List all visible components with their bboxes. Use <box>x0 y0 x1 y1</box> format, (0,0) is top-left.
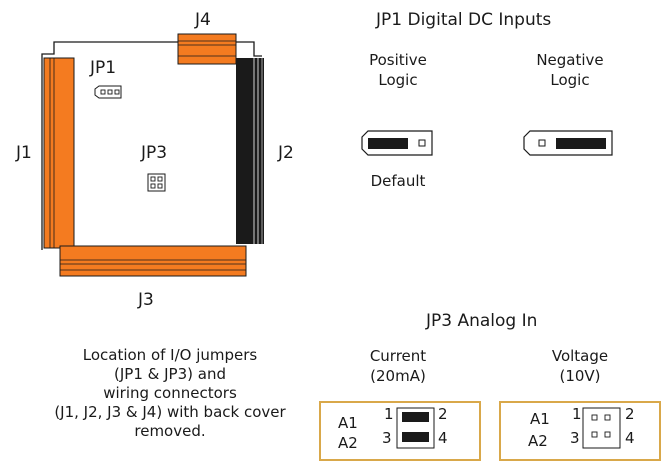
positive-logic-line1: Positive <box>369 51 427 69</box>
positive-logic-line2: Logic <box>378 71 418 89</box>
voltage-line1: Voltage <box>551 347 609 365</box>
jp1-board-jumper <box>94 85 122 99</box>
caption-line: (JP1 & JP3) and <box>114 365 226 383</box>
j4-connector <box>177 33 237 65</box>
j4-label: J4 <box>195 10 211 30</box>
jp3-board-jumper <box>147 173 166 192</box>
board-outline-top-left <box>41 41 178 250</box>
j1-connector <box>43 57 75 249</box>
board-outline-top-right <box>236 41 262 57</box>
jp1-label: JP1 <box>90 58 117 78</box>
voltage-row-a2: A2 <box>528 432 548 450</box>
caption-line: Location of I/O jumpers <box>82 346 258 364</box>
voltage-pin-4: 4 <box>625 429 635 447</box>
current-row-a2: A2 <box>338 434 358 452</box>
voltage-pin-1: 1 <box>572 405 582 423</box>
j1-label: J1 <box>16 143 32 163</box>
j3-label: J3 <box>138 290 154 310</box>
current-pin-3: 3 <box>382 429 392 447</box>
jp1-positive-jumper <box>361 130 433 156</box>
jp3-label: JP3 <box>141 143 168 163</box>
jp3-current-box <box>319 401 481 461</box>
current-pin-4: 4 <box>438 429 448 447</box>
current-pin-2: 2 <box>438 405 448 423</box>
negative-logic-line1: Negative <box>536 51 604 69</box>
jp3-voltage-box <box>499 401 661 461</box>
caption: Location of I/O jumpers (JP1 & JP3) and … <box>20 346 320 441</box>
voltage-row-a1: A1 <box>530 410 550 428</box>
caption-line: removed. <box>134 422 206 440</box>
j3-connector <box>59 245 247 277</box>
voltage-line2: (10V) <box>559 367 601 385</box>
j2-label: J2 <box>278 143 294 163</box>
jp3-section-title: JP3 Analog In <box>426 311 538 331</box>
jp1-section-title: JP1 Digital DC Inputs <box>376 10 552 30</box>
j2-connector <box>236 58 264 244</box>
caption-line: (J1, J2, J3 & J4) with back cover <box>54 403 286 421</box>
caption-line: wiring connectors <box>103 384 237 402</box>
current-row-a1: A1 <box>338 414 358 432</box>
default-label: Default <box>370 172 426 190</box>
voltage-pin-2: 2 <box>625 405 635 423</box>
current-pin-1: 1 <box>384 405 394 423</box>
negative-logic-line2: Logic <box>550 71 590 89</box>
voltage-pin-3: 3 <box>570 429 580 447</box>
current-line2: (20mA) <box>370 367 426 385</box>
current-line1: Current <box>369 347 427 365</box>
jp1-negative-jumper <box>523 130 613 156</box>
